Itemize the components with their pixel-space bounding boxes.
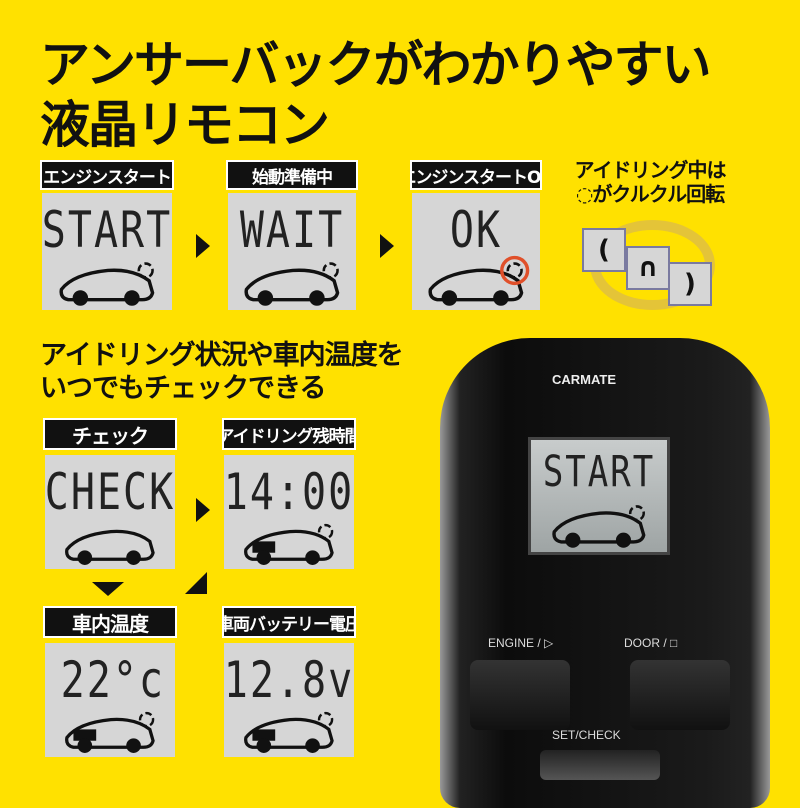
step-label-start: エンジンスタート: [40, 160, 174, 190]
lcd-text: 14:00: [224, 463, 354, 522]
grid-label-battery: 車両バッテリー電圧: [222, 606, 356, 638]
car-icon: [552, 505, 646, 548]
step-label-wait: 始動準備中: [226, 160, 358, 190]
arrow-right-icon: [196, 498, 210, 522]
car-icon: [244, 262, 340, 306]
set-check-button-label: SET/CHECK: [552, 728, 621, 742]
door-button-label: DOOR / □: [624, 636, 678, 650]
remote-lcd: START: [528, 437, 670, 555]
grid-label-idle-time: アイドリング残時間: [222, 418, 356, 450]
brand-logo: CARMATE: [552, 372, 617, 387]
lcd-text: START: [42, 201, 172, 260]
remote-lcd-text: START: [542, 447, 656, 497]
idle-note-line2: がクルクル回転: [592, 182, 725, 206]
engine-button-label: ENGINE / ▷: [488, 636, 554, 650]
arrow-down-icon: [92, 582, 124, 596]
indicator-frame-icon: (: [582, 228, 626, 272]
door-button[interactable]: [630, 660, 730, 730]
rotating-indicator-icon: ◌: [575, 182, 593, 206]
lcd-panel-check: CHECK: [45, 455, 175, 569]
grid-label-temperature: 車内温度: [43, 606, 177, 638]
car-icon: [65, 711, 155, 753]
car-icon: [244, 711, 334, 753]
engine-button[interactable]: [470, 660, 570, 730]
lcd-text: 22°c: [60, 651, 165, 710]
idle-note: アイドリング中は◌がクルクル回転: [560, 158, 740, 206]
lcd-text: WAIT: [239, 201, 345, 260]
set-check-button[interactable]: [540, 750, 660, 780]
car-icon: [244, 523, 334, 565]
headline-line2: 液晶リモコン: [40, 96, 330, 154]
indicator-frame-icon: ∩: [626, 246, 670, 290]
section2-line1: アイドリング状況や車内温度を: [40, 340, 404, 371]
indicator-frame-icon: ): [668, 262, 712, 306]
lcd-panel-wait: WAIT: [228, 193, 356, 310]
arrow-right-icon: [380, 234, 394, 258]
lcd-panel-idle-time: 14:00: [224, 455, 354, 569]
car-icon: [65, 529, 155, 565]
step-label-ok: エンジンスタートOK: [410, 160, 542, 190]
headline-line1: アンサーバックがわかりやすい: [40, 36, 711, 94]
grid-label-check: チェック: [43, 418, 177, 450]
idle-note-line1: アイドリング中は: [574, 158, 727, 182]
section2-line2: いつでもチェックできる: [40, 373, 326, 404]
lcd-panel-battery: 12.8v: [224, 643, 354, 757]
lcd-text: CHECK: [45, 463, 175, 522]
car-icon: [59, 262, 155, 306]
lcd-panel-start: START: [42, 193, 172, 310]
car-icon: [428, 255, 530, 306]
lcd-text: 12.8v: [224, 651, 354, 710]
lcd-panel-ok: OK: [412, 193, 540, 310]
arrow-right-icon: [196, 234, 210, 258]
lcd-text: OK: [449, 201, 503, 260]
lcd-panel-temperature: 22°c: [45, 643, 175, 757]
arrow-diagonal-icon: [185, 572, 207, 594]
